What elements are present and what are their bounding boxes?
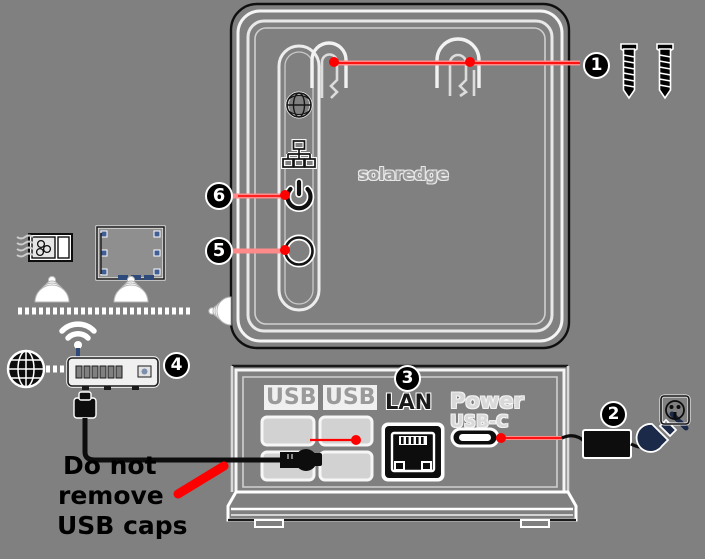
warning-strike [173,461,229,499]
ethernet-cable [73,391,322,471]
wall-socket-icon [659,394,691,426]
power-port-sublabel: USB-C [450,412,509,432]
callout-4[interactable]: 4 [163,352,190,379]
leader-line-2 [496,433,562,443]
solaredge-logo: solaredge [358,165,449,185]
router-icon [66,348,160,390]
wifi-signal-icon [59,321,97,349]
warning-line-1: Do not [63,451,157,480]
globe-icon [285,91,313,119]
warning-line-3: USB caps [57,511,188,540]
power-port[interactable] [450,427,500,448]
network-tree-icon [281,139,317,169]
callout-3[interactable]: 3 [394,365,421,392]
mounting-screws [620,43,674,99]
wifi-signal-icon [208,296,232,326]
lan-port-label: LAN [385,390,433,414]
device-base [226,490,578,528]
callout-2[interactable]: 2 [600,401,627,428]
power-adapter [561,394,691,459]
power-port-label: Power [450,389,524,413]
lan-port[interactable] [381,422,445,482]
wifi-signal-icon [34,275,70,303]
usb-port-1-label: USB [264,385,319,410]
network-diagram [6,225,322,471]
leader-line-1 [329,57,580,67]
internet-globe-icon [6,349,46,389]
callout-1[interactable]: 1 [583,52,610,79]
leader-line-usb [310,435,361,445]
indicator-strip [277,44,321,312]
keyhole-slot-left [310,41,348,99]
callout-5[interactable]: 5 [205,237,233,265]
leader-line-5 [232,245,290,255]
warning-line-2: remove [58,481,164,510]
usb-port-2-label: USB [323,385,378,410]
gateway-rear-panel [229,2,580,350]
inverter-icon [16,233,73,262]
callout-6[interactable]: 6 [205,182,233,210]
wifi-signal-icon [113,275,149,303]
leader-line-6 [232,190,290,200]
solar-panel-icon [95,225,166,281]
